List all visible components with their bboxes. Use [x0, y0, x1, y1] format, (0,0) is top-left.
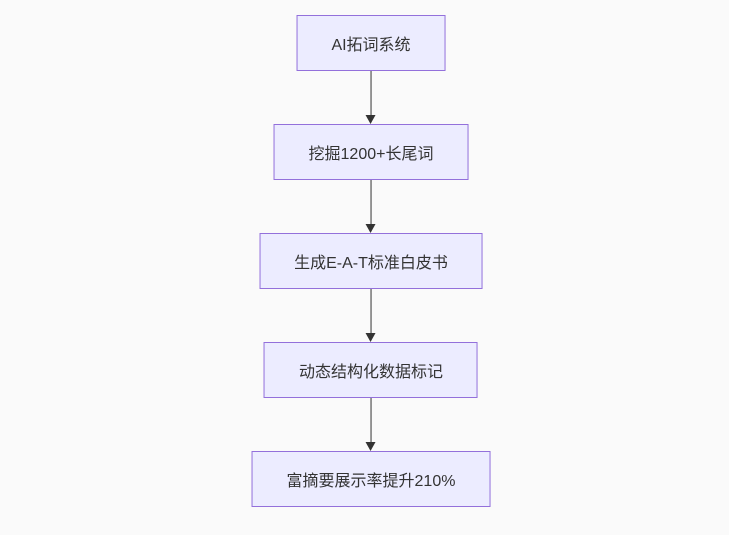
arrow-connector	[366, 289, 376, 342]
arrow-line	[370, 180, 372, 224]
arrow-connector	[366, 398, 376, 451]
flow-node-label: 挖掘1200+长尾词	[308, 146, 434, 163]
flowchart-column: AI拓词系统 挖掘1200+长尾词 生成E-A-T标准白皮书 动态结构化数据标记	[251, 15, 491, 507]
flow-node-label: 生成E-A-T标准白皮书	[294, 255, 448, 272]
arrow-line	[370, 289, 372, 333]
arrow-connector	[366, 71, 376, 124]
arrow-line	[370, 71, 372, 115]
flow-node-eat-whitepaper: 生成E-A-T标准白皮书	[259, 233, 483, 289]
arrow-down-icon	[366, 115, 376, 124]
flow-node-label: 动态结构化数据标记	[298, 364, 443, 381]
arrow-down-icon	[366, 442, 376, 451]
flow-node-label: AI拓词系统	[331, 37, 411, 54]
flow-node-structured-data-markup: 动态结构化数据标记	[263, 342, 478, 398]
flow-node-label: 富摘要展示率提升210%	[286, 473, 456, 490]
flow-node-longtail-keywords: 挖掘1200+长尾词	[273, 124, 469, 180]
arrow-down-icon	[366, 224, 376, 233]
arrow-connector	[366, 180, 376, 233]
arrow-down-icon	[366, 333, 376, 342]
flow-node-rich-snippet-rate: 富摘要展示率提升210%	[251, 451, 491, 507]
flow-node-ai-expansion-system: AI拓词系统	[296, 15, 446, 71]
arrow-line	[370, 398, 372, 442]
